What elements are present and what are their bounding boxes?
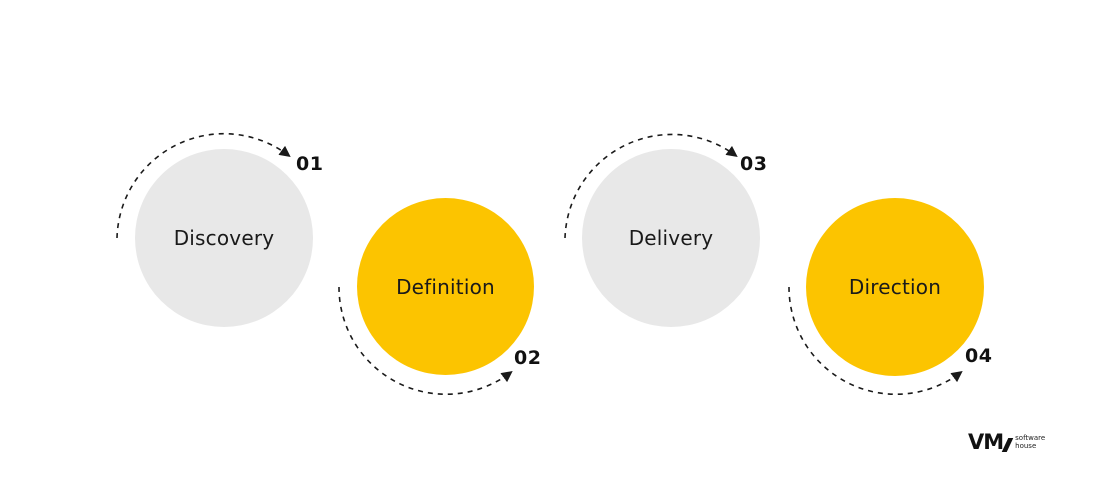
- logo-slash-icon: [1001, 438, 1014, 452]
- step-circle-delivery: Delivery: [582, 149, 760, 327]
- company-logo: VM software house: [968, 430, 1045, 454]
- step-circle-discovery: Discovery: [135, 149, 313, 327]
- arc-arrow-02: [338, 286, 513, 396]
- step-number-01: 01: [296, 153, 324, 175]
- step-number-04: 04: [965, 345, 993, 367]
- step-circle-direction: Direction: [806, 198, 984, 376]
- step-number-03: 03: [740, 153, 768, 175]
- step-number-02: 02: [514, 347, 542, 369]
- logo-line-1: software: [1015, 434, 1046, 442]
- arc-arrow-04: [788, 286, 963, 396]
- logo-line-2: house: [1015, 442, 1037, 450]
- step-circle-definition: Definition: [357, 198, 534, 375]
- step-label: Discovery: [173, 226, 275, 250]
- step-label: Delivery: [628, 226, 714, 250]
- arc-arrow-01: [116, 132, 291, 239]
- logo-subtitle: software house: [1015, 434, 1045, 450]
- step-label: Direction: [848, 275, 942, 299]
- logo-mark: VM: [968, 430, 1004, 454]
- step-label: Definition: [396, 274, 495, 299]
- arc-arrow-03: [564, 133, 738, 239]
